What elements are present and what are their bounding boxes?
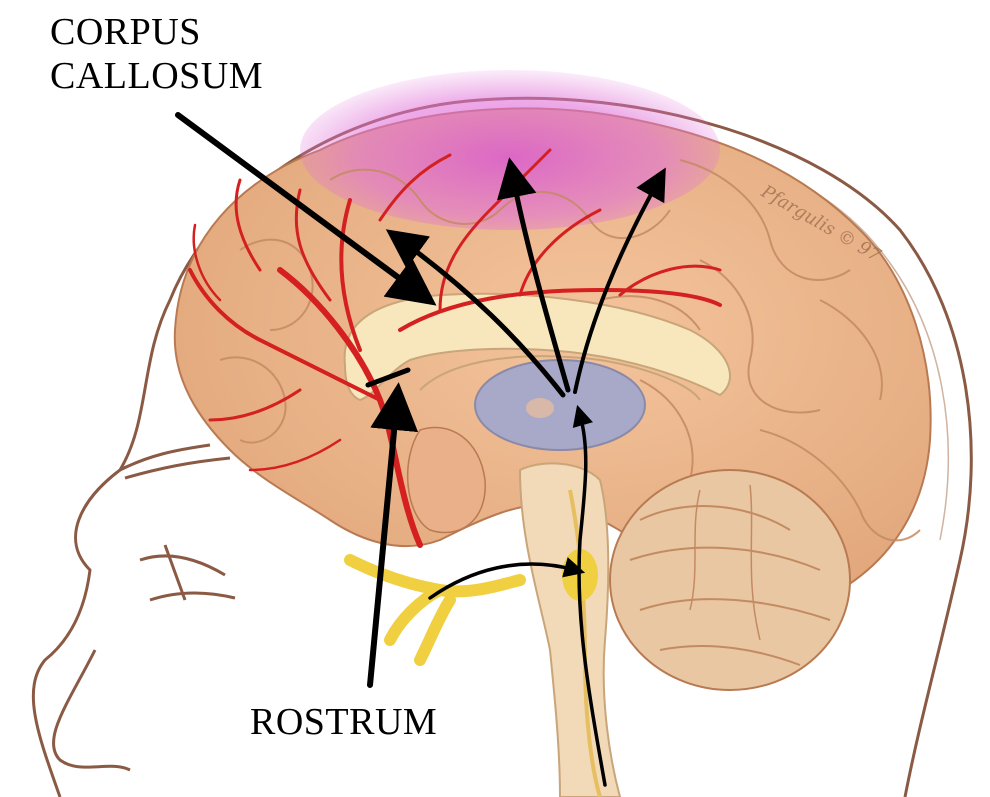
thalamus-nucleus: [526, 398, 554, 418]
eyebrow-icon: [120, 445, 230, 478]
thalamus: [475, 360, 645, 450]
corpus-callosum-label: CORPUS CALLOSUM: [50, 10, 263, 98]
cortex-highlight: [300, 70, 720, 230]
cerebellum: [610, 470, 850, 690]
brainstem: [520, 463, 620, 797]
corpus-callosum-label-line2: CALLOSUM: [50, 54, 263, 98]
rostrum-label: ROSTRUM: [250, 700, 437, 744]
nose-icon: [53, 650, 130, 770]
eye-icon: [140, 545, 235, 600]
corpus-callosum-label-line1: CORPUS: [50, 10, 263, 54]
